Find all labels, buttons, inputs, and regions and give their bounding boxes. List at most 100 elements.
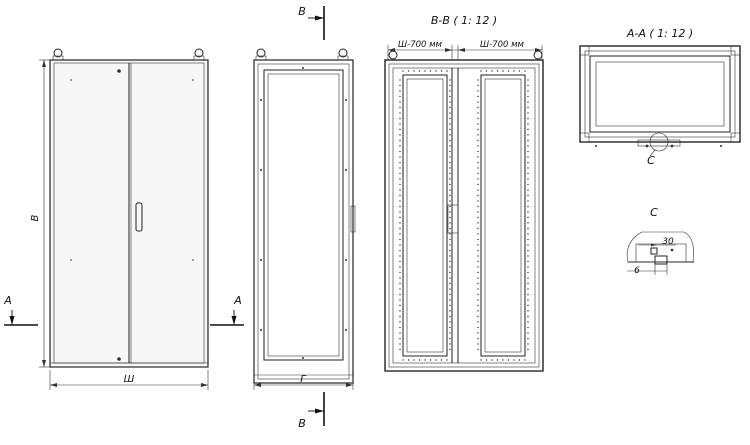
right-opening (480, 74, 526, 357)
perforation-hole (399, 238, 401, 241)
perforation-hole (527, 172, 529, 175)
perforation-hole (477, 244, 479, 246)
side-frame-holes (260, 67, 347, 359)
perforation-hole (440, 70, 443, 72)
perforation-hole (477, 337, 479, 340)
perforation-hole (449, 167, 451, 169)
perforation-hole (449, 337, 451, 340)
perforation-hole (449, 249, 451, 252)
perforation-hole (477, 321, 479, 323)
perforation-hole (513, 359, 515, 361)
perforation-hole (477, 288, 479, 290)
perforation-hole (527, 233, 529, 235)
section-bb-title: В-В ( 1: 12 ) (431, 14, 497, 27)
perforation-hole (527, 156, 529, 158)
perforation-hole (527, 128, 529, 131)
door-handle (135, 202, 143, 232)
perforation-hole (399, 117, 401, 120)
perforation-hole (399, 282, 401, 285)
detail-c-view: С 30 6 (626, 206, 694, 276)
perforation-hole (399, 178, 401, 180)
perforation-hole (477, 189, 479, 191)
perforation-hole (480, 359, 482, 361)
perforation-hole (399, 150, 401, 153)
perforation-hole (477, 315, 479, 318)
perforation-hole (477, 128, 479, 131)
perforation-hole (527, 271, 529, 274)
detail-c-callout: С (647, 154, 655, 167)
perforation-hole (399, 332, 401, 334)
perforation-hole (399, 293, 401, 296)
perforation-hole (491, 70, 493, 72)
width-label: Ш (124, 374, 135, 385)
perforation-hole (449, 183, 451, 186)
perforation-hole (399, 315, 401, 318)
section-aa-frame (579, 45, 741, 143)
perforation-hole (477, 167, 479, 169)
perforation-hole (527, 222, 529, 224)
perforation-hole (477, 84, 479, 87)
perforation-hole (527, 282, 529, 285)
lifting-eye-icon (388, 50, 398, 60)
perforation-hole (449, 321, 451, 323)
perforation-hole (527, 332, 529, 334)
perforation-hole (399, 321, 401, 323)
perforation-hole (477, 90, 479, 92)
perforation-hole (449, 326, 451, 329)
detail-c-title: С (650, 206, 658, 219)
perforation-hole (449, 266, 451, 268)
perforation-hole (449, 332, 451, 334)
section-bb-view: В-В ( 1: 12 ) Ш-700 мм Ш-700 мм (384, 14, 544, 372)
perforation-hole (449, 282, 451, 285)
perforation-hole (527, 249, 529, 252)
perforation-hole (449, 216, 451, 219)
perforation-hole (399, 299, 401, 301)
perforation-hole (399, 255, 401, 257)
perforation-hole (496, 359, 499, 361)
perforation-dots (399, 70, 529, 361)
perforation-hole (449, 90, 451, 92)
perforation-hole (477, 123, 479, 125)
side-frame (253, 59, 354, 384)
perforation-hole (399, 112, 401, 114)
section-label-b-top: В (298, 5, 306, 18)
perforation-hole (449, 117, 451, 120)
perforation-hole (407, 359, 410, 361)
perforation-hole (399, 222, 401, 224)
section-bb-dimensions: Ш-700 мм Ш-700 мм (387, 40, 543, 62)
lifting-eye-icon (533, 50, 543, 60)
section-label-a-right: А (233, 294, 242, 307)
perforation-hole (449, 128, 451, 131)
perforation-hole (477, 304, 479, 307)
perforation-hole (449, 205, 451, 208)
perforation-hole (477, 95, 479, 98)
perforation-hole (399, 172, 401, 175)
perforation-hole (449, 112, 451, 114)
perforation-hole (449, 150, 451, 153)
perforation-hole (477, 211, 479, 213)
perforation-hole (449, 227, 451, 230)
perforation-hole (449, 288, 451, 290)
perforation-hole (449, 84, 451, 87)
perforation-hole (449, 139, 451, 142)
perforation-hole (399, 343, 401, 345)
perforation-hole (527, 299, 529, 301)
perforation-hole (527, 337, 529, 340)
dim-right-label: Ш-700 мм (480, 40, 524, 50)
perforation-hole (524, 359, 526, 361)
perforation-hole (477, 282, 479, 285)
perforation-hole (399, 134, 401, 136)
perforation-hole (485, 359, 488, 361)
perforation-hole (429, 70, 432, 72)
perforation-hole (527, 266, 529, 268)
perforation-hole (527, 348, 529, 351)
perforation-hole (527, 145, 529, 147)
perforation-hole (440, 359, 443, 361)
perforation-hole (477, 293, 479, 296)
section-mark-b-bottom: В (298, 392, 325, 430)
perforation-hole (480, 70, 482, 72)
perforation-hole (399, 326, 401, 329)
perforation-hole (527, 205, 529, 208)
perforation-hole (477, 117, 479, 120)
perforation-hole (527, 150, 529, 153)
